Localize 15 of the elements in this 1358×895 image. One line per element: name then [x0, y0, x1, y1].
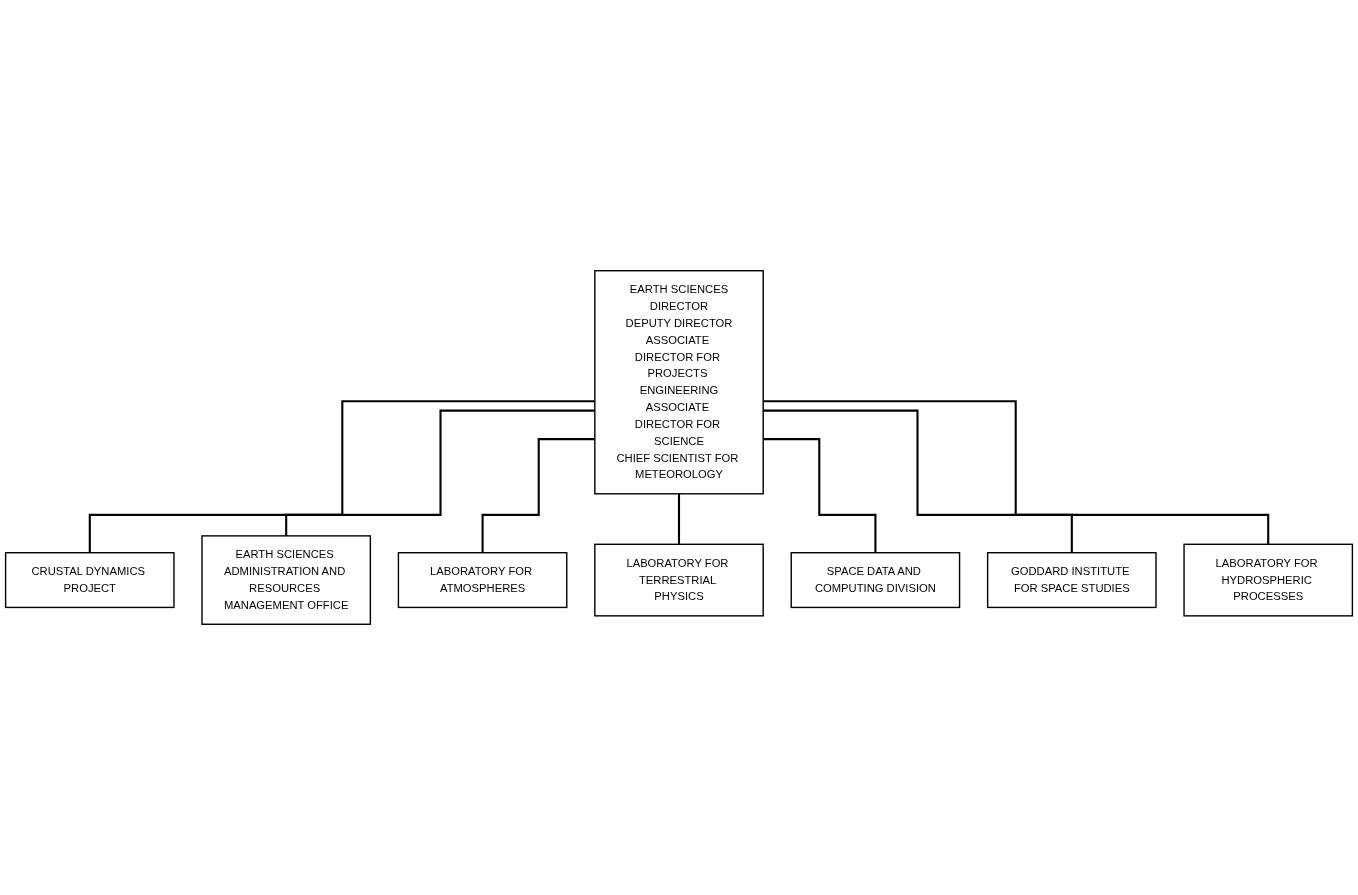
node-box: LABORATORY FOR ATMOSPHERES — [397, 552, 568, 609]
connector — [763, 400, 1270, 546]
node-box: EARTH SCIENCES DIRECTOR DEPUTY DIRECTOR ASSOCIATE DIRECTOR FOR PROJECTS ENGINEERING ASSOCIATE DIRECTOR FOR SCIENCE CHIEF SCIENTIST FOR METEOROLOGY — [594, 270, 764, 495]
connector — [481, 438, 595, 554]
connector — [88, 400, 595, 554]
node-box: EARTH SCIENCES ADMINISTRATION AND RESOURCES MANAGEMENT OFFICE — [201, 535, 372, 625]
node-box: LABORATORY FOR TERRESTRIAL PHYSICS — [594, 543, 764, 617]
node-box: GODDARD INSTITUTE FOR SPACE STUDIES — [986, 552, 1157, 609]
connector — [763, 438, 877, 554]
node-box: CRUSTAL DYNAMICS PROJECT — [4, 552, 175, 609]
connector — [763, 409, 1073, 554]
connector — [677, 492, 681, 546]
node-box: SPACE DATA AND COMPUTING DIVISION — [790, 552, 961, 609]
node-box: LABORATORY FOR HYDROSPHERIC PROCESSES — [1183, 543, 1354, 617]
connector — [285, 409, 595, 537]
